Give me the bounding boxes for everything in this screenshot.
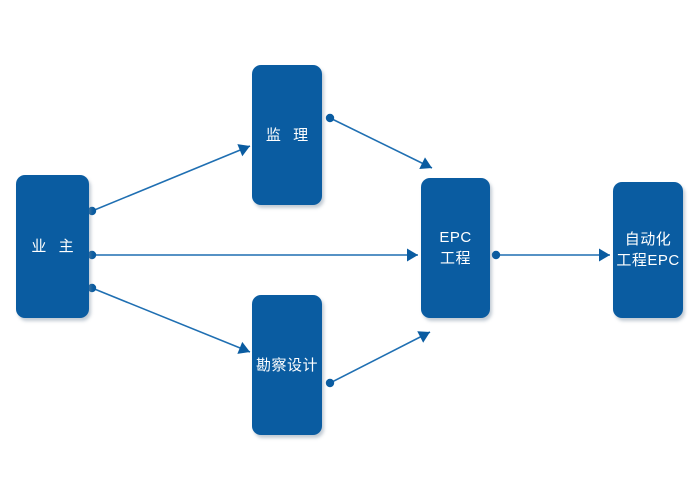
supervision-node[interactable]: 监 理 <box>252 65 322 205</box>
connector-epc-to-automation-epc[interactable] <box>491 248 610 262</box>
supervision-node-label: 监 理 <box>265 126 313 144</box>
connector-survey-design-to-epc[interactable] <box>325 331 431 388</box>
connector-supervision-to-epc-start-dot <box>325 113 335 123</box>
owner-node[interactable]: 业 主 <box>16 175 89 318</box>
survey-design-node[interactable]: 勘察设计 <box>252 295 322 435</box>
automation-epc-node[interactable]: 自动化 工程EPC <box>613 182 683 318</box>
connector-owner-to-epc[interactable] <box>87 248 418 262</box>
connector-owner-to-supervision-start-dot <box>87 206 97 216</box>
connector-supervision-to-epc-arrowhead <box>419 157 432 169</box>
owner-node-label: 业 主 <box>31 238 78 255</box>
connector-owner-to-epc-arrowhead <box>407 248 418 262</box>
connector-owner-to-survey-design-start-dot <box>87 283 97 293</box>
connector-survey-design-to-epc-arrowhead <box>417 331 430 343</box>
connector-owner-to-supervision-arrowhead <box>237 144 250 157</box>
connector-supervision-to-epc-line <box>329 117 433 169</box>
connector-epc-to-automation-epc-arrowhead <box>599 248 610 262</box>
connector-survey-design-to-epc-start-dot <box>325 378 335 388</box>
connector-survey-design-to-epc-line <box>329 331 431 384</box>
connector-owner-to-survey-design[interactable] <box>87 283 251 354</box>
connector-owner-to-supervision-line <box>91 145 251 212</box>
connector-owner-to-survey-design-line <box>91 287 251 353</box>
connector-owner-to-supervision[interactable] <box>87 144 251 216</box>
epc-node[interactable]: EPC 工程 <box>421 178 490 318</box>
automation-epc-node-label: 自动化 工程EPC <box>616 231 680 269</box>
survey-design-node-label: 勘察设计 <box>255 356 318 374</box>
connector-epc-to-automation-epc-start-dot <box>491 250 501 260</box>
connector-owner-to-epc-start-dot <box>87 250 97 260</box>
connector-supervision-to-epc[interactable] <box>325 113 433 169</box>
connector-owner-to-survey-design-arrowhead <box>237 341 250 354</box>
epc-node-label: EPC 工程 <box>439 229 472 267</box>
